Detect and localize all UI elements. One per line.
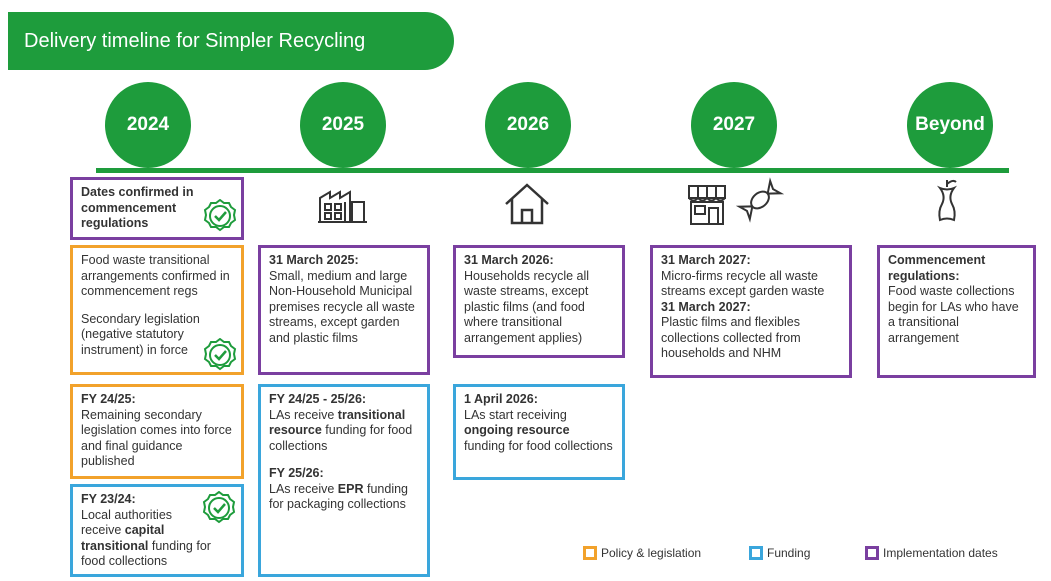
- box-bold-text: ongoing resource: [464, 423, 570, 437]
- box-march-2027: 31 March 2027: Micro-firms recycle all w…: [650, 245, 852, 378]
- box-text: LAs receive: [269, 481, 335, 496]
- box-text: Food waste transitional arrangements con…: [81, 253, 230, 298]
- year-circle-2027: 2027: [691, 82, 777, 168]
- year-label: 2025: [321, 114, 365, 135]
- checkmark-badge-icon: [203, 338, 237, 371]
- box-text: LAs start receiving: [464, 407, 567, 422]
- legend-swatch-implementation: [865, 546, 879, 560]
- box-food-waste-transitional: Food waste transitional arrangements con…: [70, 245, 244, 375]
- box-beyond: Commencement regulations: Food waste col…: [877, 245, 1036, 378]
- box-text: Micro-firms recycle all waste streams ex…: [661, 268, 825, 299]
- box-fy-24-25-25-26: FY 24/25 - 25/26: LAs receive transition…: [258, 384, 430, 577]
- page-title: Delivery timeline for Simpler Recycling: [24, 29, 366, 52]
- box-april-2026: 1 April 2026: LAs start receiving ongoin…: [453, 384, 625, 480]
- box-heading: 1 April 2026:: [464, 392, 538, 406]
- box-heading: FY 25/26:: [269, 466, 324, 480]
- legend-policy: Policy & legislation: [583, 546, 701, 560]
- box-bold-text: transitional resource: [269, 407, 406, 438]
- box-text: Plastic films and flexibles collections …: [661, 315, 801, 360]
- box-bold-text: EPR: [337, 481, 364, 496]
- box-heading: FY 24/25:: [81, 392, 136, 406]
- box-text: LAs receive: [269, 407, 335, 422]
- year-label: Beyond: [915, 114, 985, 135]
- legend-swatch-funding: [749, 546, 763, 560]
- box-text: Local authorities receive: [81, 507, 173, 538]
- candy-wrapper-icon: [736, 177, 784, 223]
- shop-icon: [688, 185, 726, 225]
- box-march-2025: 31 March 2025: Small, medium and large N…: [258, 245, 430, 375]
- box-bold-text: capital transitional: [81, 523, 165, 553]
- house-icon: [505, 183, 549, 225]
- box-dates-confirmed: Dates confirmed in commencement regulati…: [70, 177, 244, 240]
- checkmark-badge-icon: [203, 199, 237, 232]
- box-text: funding for food collections: [464, 438, 613, 453]
- box-text: Households recycle all waste streams, ex…: [464, 268, 590, 345]
- year-label: 2027: [712, 114, 756, 135]
- box-fy-23-24: FY 23/24: Local authorities receive capi…: [70, 484, 244, 577]
- year-label: 2024: [126, 114, 170, 135]
- year-circle-beyond: Beyond: [907, 82, 993, 168]
- checkmark-badge-icon: [202, 491, 236, 524]
- title-banner: Delivery timeline for Simpler Recycling: [8, 12, 454, 70]
- year-circle-2024: 2024: [105, 82, 191, 168]
- box-text: funding for food collections: [269, 423, 413, 453]
- apple-core-icon: [936, 179, 958, 222]
- legend-funding: Funding: [749, 546, 810, 560]
- legend-implementation: Implementation dates: [865, 546, 998, 560]
- box-march-2026: 31 March 2026: Households recycle all wa…: [453, 245, 625, 358]
- box-text: funding for food collections: [81, 538, 211, 569]
- box-text: funding for packaging collections: [269, 481, 408, 512]
- timeline-line: [96, 168, 1009, 173]
- box-heading: 31 March 2025:: [269, 253, 359, 267]
- box-text: Remaining secondary legislation comes in…: [81, 407, 232, 469]
- box-heading: 31 March 2027:: [661, 253, 751, 267]
- box-heading: FY 24/25 - 25/26:: [269, 392, 367, 406]
- year-label: 2026: [506, 114, 550, 135]
- factory-icon: [318, 190, 367, 223]
- legend-label: Implementation dates: [883, 546, 998, 560]
- box-heading: Commencement regulations:: [888, 253, 986, 283]
- box-heading: 31 March 2027:: [661, 299, 751, 314]
- box-heading: 31 March 2026:: [464, 253, 554, 267]
- legend-swatch-policy: [583, 546, 597, 560]
- year-circle-2026: 2026: [485, 82, 571, 168]
- box-fy-24-25: FY 24/25: Remaining secondary legislatio…: [70, 384, 244, 479]
- box-text: Secondary legislation (negative statutor…: [81, 311, 200, 357]
- legend-label: Funding: [767, 546, 811, 560]
- box-text: Dates confirmed in commencement regulati…: [81, 185, 194, 230]
- box-text: Food waste collections begin for LAs who…: [888, 284, 1019, 345]
- legend-label: Policy & legislation: [601, 546, 702, 560]
- box-heading: FY 23/24:: [81, 492, 136, 506]
- year-circle-2025: 2025: [300, 82, 386, 168]
- box-text: Small, medium and large Non-Household Mu…: [269, 268, 415, 345]
